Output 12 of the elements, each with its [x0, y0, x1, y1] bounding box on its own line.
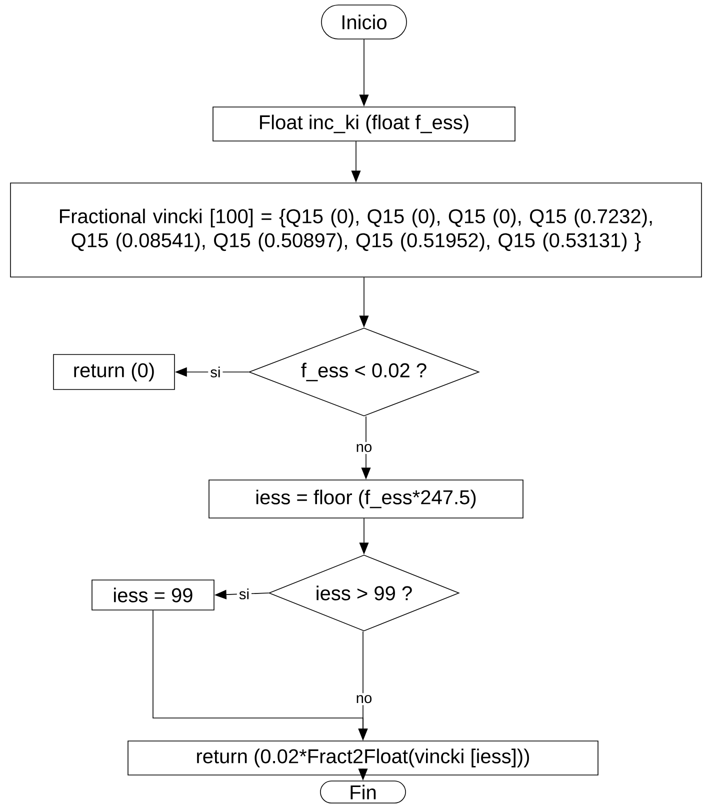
process-box: iess = floor (f_ess*247.5): [208, 480, 524, 518]
process-box: return (0.02*Fract2Float(vincki [iess])): [128, 740, 598, 776]
terminal-box: Inicio: [321, 4, 407, 40]
edge-label: no: [354, 442, 374, 454]
process-box: iess = 99: [92, 580, 214, 610]
terminal-box: Fin: [320, 780, 406, 804]
edge-label: no: [354, 693, 374, 706]
process-box: Fractional vincki [100] = {Q15 (0), Q15 (0), Q15 (0), Q15 (0.7232), Q15 (0.08541), Q15 (0.50897), Q15 (0.51952), Q15 (0.53131) }: [10, 182, 702, 278]
edge-label: si: [208, 364, 223, 380]
edge-label: si: [236, 586, 252, 602]
process-box: return (0): [53, 354, 175, 390]
process-box: Float inc_ki (float f_ess): [212, 106, 516, 142]
